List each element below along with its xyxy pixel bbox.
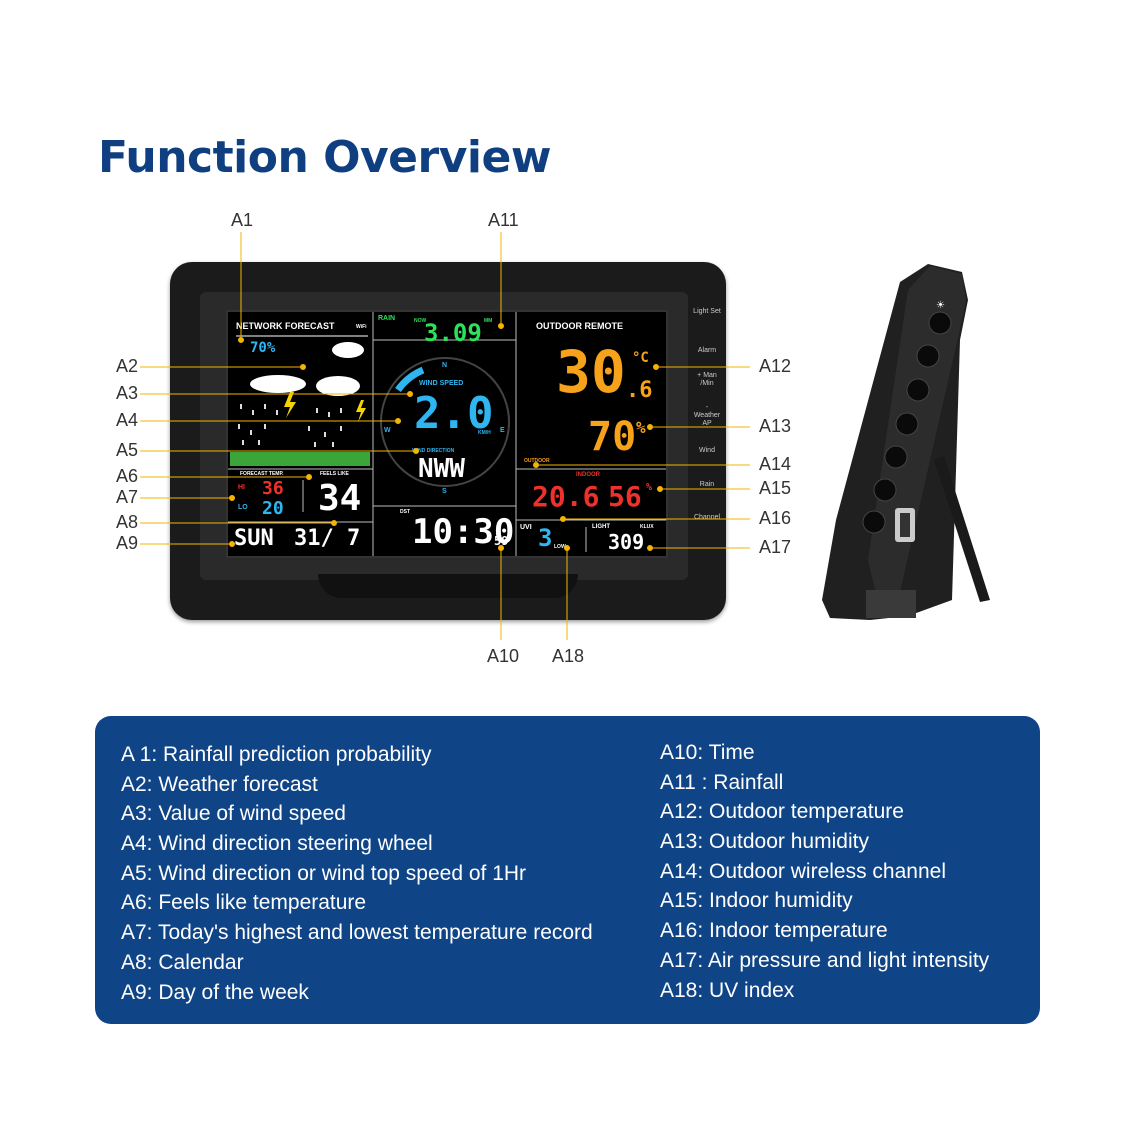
feature-item: A10: Time xyxy=(660,741,755,764)
feature-item: A2: Weather forecast xyxy=(121,772,318,796)
seconds-value: 59 xyxy=(494,534,509,548)
compass-west: W xyxy=(384,427,391,434)
kmh-label: KM/H xyxy=(478,430,491,436)
page-title: Function Overview xyxy=(98,132,551,183)
button-label-man-min: + Man /Min xyxy=(697,372,717,387)
calendar-date: 31/ 7 xyxy=(294,526,361,551)
compass-east: E xyxy=(500,427,505,434)
feature-item: A3: Value of wind speed xyxy=(121,802,346,826)
callout-a10: A10 xyxy=(487,646,520,666)
callout-a17: A17 xyxy=(759,537,792,557)
feature-item: A 1: Rainfall prediction probability xyxy=(121,743,432,766)
feature-item: A7: Today's highest and lowest temperatu… xyxy=(121,921,593,945)
callout-a3: A3 xyxy=(116,383,139,403)
callout-a4: A4 xyxy=(116,410,139,430)
feature-item: A15: Indoor humidity xyxy=(660,889,853,913)
device-base xyxy=(318,574,578,598)
feature-item: A17: Air pressure and light intensity xyxy=(660,948,990,972)
forecast-temp-label: FORECAST TEMP. xyxy=(240,471,284,477)
rain-label: RAIN xyxy=(378,315,396,322)
callout-a12: A12 xyxy=(759,356,792,376)
outdoor-humidity: 70 xyxy=(588,414,637,460)
outdoor-temp-dec: .6 xyxy=(626,378,653,403)
compass-north: N xyxy=(442,362,448,369)
button-label-wind: Wind xyxy=(699,447,715,454)
button-label-alarm: Alarm xyxy=(697,347,717,354)
lo-label: LO xyxy=(238,504,248,511)
feels-like-value: 34 xyxy=(318,478,362,519)
button-label-channel: Channel xyxy=(693,514,721,521)
feature-item: A9: Day of the week xyxy=(121,980,309,1004)
callout-a8: A8 xyxy=(116,512,139,532)
feature-item: A14: Outdoor wireless channel xyxy=(660,859,946,883)
indoor-humidity-pct: % xyxy=(646,482,653,493)
callout-a6: A6 xyxy=(116,466,139,486)
wind-direction-value: NWW xyxy=(418,454,465,484)
svg-text:☀: ☀ xyxy=(936,300,945,311)
dst-label: DST xyxy=(400,509,410,515)
feature-item: A11 : Rainfall xyxy=(660,770,784,794)
mm-label: MM xyxy=(484,318,493,324)
callout-a16: A16 xyxy=(759,508,792,528)
indoor-label: INDOOR xyxy=(576,472,600,478)
day-of-week: SUN xyxy=(234,526,274,551)
now-label: NOW xyxy=(414,318,427,324)
network-forecast-label: NETWORK FORECAST xyxy=(236,321,335,331)
feature-item: A8: Calendar xyxy=(121,950,244,974)
uvi-value: 3 xyxy=(538,524,553,552)
wind-speed-label: WIND SPEED xyxy=(419,380,464,387)
wind-speed-value: 2.0 xyxy=(414,388,494,439)
indoor-temperature: 20.6 xyxy=(532,480,600,513)
uvi-label: UVI xyxy=(520,524,532,531)
function-list-panel: A 1: Rainfall prediction probability A2:… xyxy=(95,716,1040,1024)
uvi-low-label: LOW xyxy=(554,544,566,550)
wifi-label: WiFi xyxy=(356,324,367,330)
indoor-humidity: 56 xyxy=(608,480,642,513)
callout-a9: A9 xyxy=(116,533,139,553)
callout-a14: A14 xyxy=(759,454,792,474)
button-label-weather-ap: - Weather AP xyxy=(693,404,721,427)
outdoor-humidity-pct: % xyxy=(636,418,646,437)
callout-a18: A18 xyxy=(552,646,585,666)
outdoor-remote-label: OUTDOOR REMOTE xyxy=(536,321,623,331)
outdoor-label: OUTDOOR xyxy=(524,458,550,464)
feature-item: A18: UV index xyxy=(660,978,795,1002)
lcd-screen: NETWORK FORECAST WiFi 70% RAIN NOW MM 3.… xyxy=(226,310,668,558)
feature-item: A13: Outdoor humidity xyxy=(660,830,869,854)
hi-temp: 36 xyxy=(262,478,284,499)
button-label-rain: Rain xyxy=(699,481,715,488)
function-list-right: A10: Time A11 : Rainfall A12: Outdoor te… xyxy=(660,738,989,1005)
function-list-left: A 1: Rainfall prediction probability A2:… xyxy=(121,740,593,1007)
feature-item: A6: Feels like temperature xyxy=(121,891,367,915)
feature-item: A12: Outdoor temperature xyxy=(660,800,904,824)
rain-value: 3.09 xyxy=(424,319,482,347)
outdoor-temp-unit: °C xyxy=(632,350,649,366)
callout-a15: A15 xyxy=(759,478,792,498)
feels-like-label: FEELS LIKE xyxy=(320,471,349,477)
rain-probability: 70% xyxy=(250,340,276,356)
feature-item: A5: Wind direction or wind top speed of … xyxy=(121,861,527,885)
lo-temp: 20 xyxy=(262,498,284,519)
callout-a7: A7 xyxy=(116,487,139,507)
hi-label: HI xyxy=(238,484,245,491)
callout-a2: A2 xyxy=(116,356,139,376)
wind-direction-label: WIND DIRECTION xyxy=(412,448,455,454)
callout-a1: A1 xyxy=(231,210,254,230)
klux-label: KLUX xyxy=(640,524,654,530)
button-label-light-set: Light Set xyxy=(693,308,721,315)
screen-frame-lines xyxy=(228,312,666,556)
time-value: 10:30 xyxy=(412,512,515,552)
outdoor-temp-int: 30 xyxy=(556,338,626,406)
callout-a11: A11 xyxy=(488,210,519,230)
compass-south: S xyxy=(442,488,447,495)
light-label: LIGHT xyxy=(592,524,610,530)
light-value: 309 xyxy=(608,530,645,554)
feature-item: A4: Wind direction steering wheel xyxy=(121,832,433,856)
feature-item: A16: Indoor temperature xyxy=(660,919,888,943)
callout-a5: A5 xyxy=(116,440,139,460)
callout-a13: A13 xyxy=(759,416,792,436)
